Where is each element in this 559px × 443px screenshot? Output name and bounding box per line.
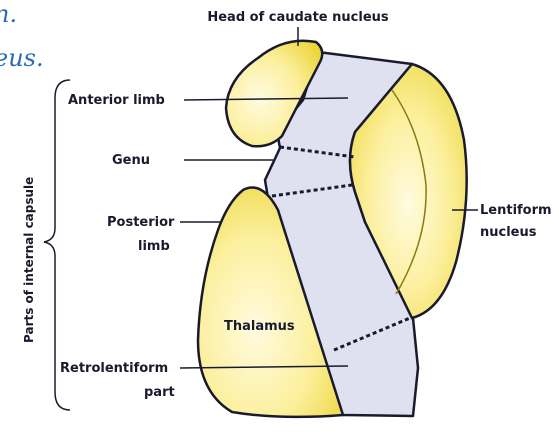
label-posterior-limb-1: Posterior: [107, 215, 175, 230]
label-lentiform-1: Lentiform: [480, 203, 552, 218]
handwriting-fragment-2: eus.: [0, 44, 44, 72]
handwriting-fragment-1: n.: [0, 0, 17, 28]
bracket-title: Parts of internal capsule: [22, 177, 36, 343]
label-lentiform-2: nucleus: [480, 225, 537, 240]
label-retrolentiform-2: part: [144, 385, 175, 400]
label-head-of-caudate: Head of caudate nucleus: [207, 10, 389, 25]
label-thalamus: Thalamus: [224, 319, 295, 334]
label-genu: Genu: [112, 153, 150, 168]
label-anterior-limb: Anterior limb: [68, 93, 165, 108]
label-posterior-limb-2: limb: [138, 239, 170, 254]
label-retrolentiform-1: Retrolentiform: [60, 361, 168, 376]
